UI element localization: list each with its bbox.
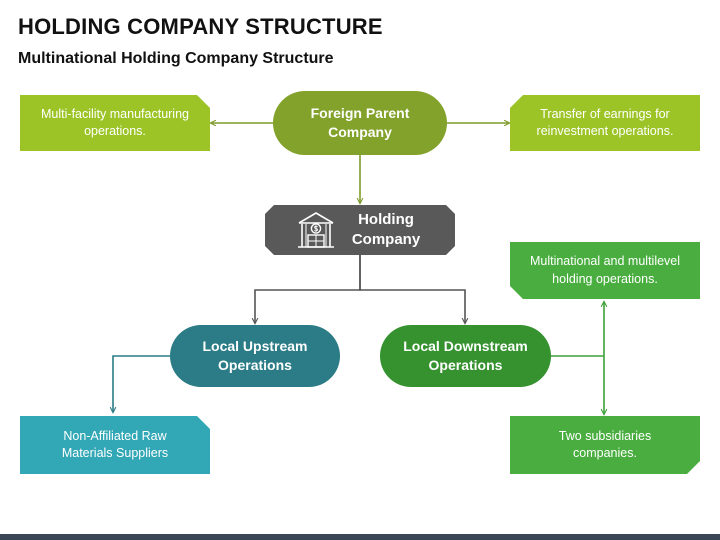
- non-affiliated-suppliers-note: Non-Affiliated Raw Materials Suppliers: [20, 416, 210, 474]
- local-downstream-node: Local Downstream Operations: [380, 325, 551, 387]
- two-subsidiaries-note: Two subsidiaries companies.: [510, 416, 700, 474]
- warehouse-bank-icon: [296, 211, 336, 249]
- page-subtitle: Multinational Holding Company Structure: [18, 50, 334, 67]
- local-upstream-node: Local Upstream Operations: [170, 325, 340, 387]
- foreign-parent-company-node: Foreign Parent Company: [273, 91, 447, 155]
- multi-facility-note: Multi-facility manufacturing operations.: [20, 95, 210, 151]
- holding-company-label: Holding Company: [351, 210, 421, 248]
- arrow-upstream-to-suppliers: [113, 355, 170, 412]
- holding-company-node: Holding Company: [265, 205, 455, 255]
- arrow-holding-to-downstream: [359, 255, 465, 323]
- footer-bar: [0, 534, 720, 540]
- arrow-holding-to-upstream: [255, 255, 361, 323]
- multinational-multilevel-note: Multinational and multilevel holding ope…: [510, 242, 700, 299]
- page-title: HOLDING COMPANY STRUCTURE: [18, 14, 383, 39]
- transfer-earnings-note: Transfer of earnings for reinvestment op…: [510, 95, 700, 151]
